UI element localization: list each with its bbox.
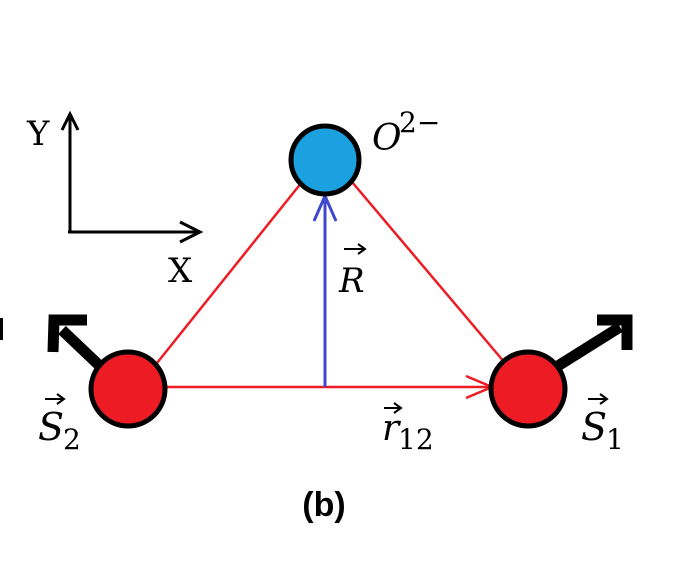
y-axis-label: Y <box>26 114 50 154</box>
spin-right-subscript: 1 <box>606 423 624 456</box>
spin-arrow-left-shaft <box>58 326 107 373</box>
spin-left-subscript: 2 <box>63 423 81 456</box>
y-axis-arrowhead <box>60 110 80 131</box>
vector-R-overarrow-head <box>357 243 367 255</box>
spin-right-overarrow-head <box>599 393 609 405</box>
coordinate-axes: Y X <box>26 110 204 291</box>
vector-r12-symbol: r <box>382 408 401 449</box>
vector-r12 <box>163 374 496 400</box>
spin-atom-right <box>488 349 568 429</box>
vector-R <box>312 192 338 387</box>
spin-arrow-right-head <box>597 314 633 350</box>
spin-arrows <box>47 314 633 374</box>
vector-r12-subscript: 12 <box>398 423 434 456</box>
x-axis-arrowhead <box>179 220 204 244</box>
spin-arrow-right-shaft <box>550 322 623 374</box>
bond-oxygen-right <box>351 181 506 364</box>
edge-mark <box>0 318 3 340</box>
oxygen-atom <box>288 123 362 197</box>
spin-arrow-left-head <box>47 314 87 353</box>
bonds <box>156 181 506 364</box>
oxygen-charge: 2− <box>399 106 440 139</box>
vector-r12-label: r 12 <box>382 402 434 456</box>
oxygen-symbol: O <box>372 118 402 159</box>
spin-left-label: S 2 <box>38 393 81 456</box>
vector-R-symbol: R <box>338 261 365 301</box>
panel-label: (b) <box>302 486 345 524</box>
bond-left-oxygen <box>156 181 303 364</box>
spin-right-symbol: S <box>581 405 607 449</box>
spin-right-label: S 1 <box>581 393 624 456</box>
x-axis-label: X <box>168 251 193 291</box>
spin-atom-left <box>88 349 168 429</box>
spin-left-overarrow-head <box>56 393 66 405</box>
vector-r12-overarrow-head <box>393 402 403 414</box>
spin-left-symbol: S <box>38 405 64 449</box>
vector-R-label: R <box>338 243 367 301</box>
oxygen-label: O 2− <box>372 106 440 159</box>
atoms <box>88 123 568 429</box>
